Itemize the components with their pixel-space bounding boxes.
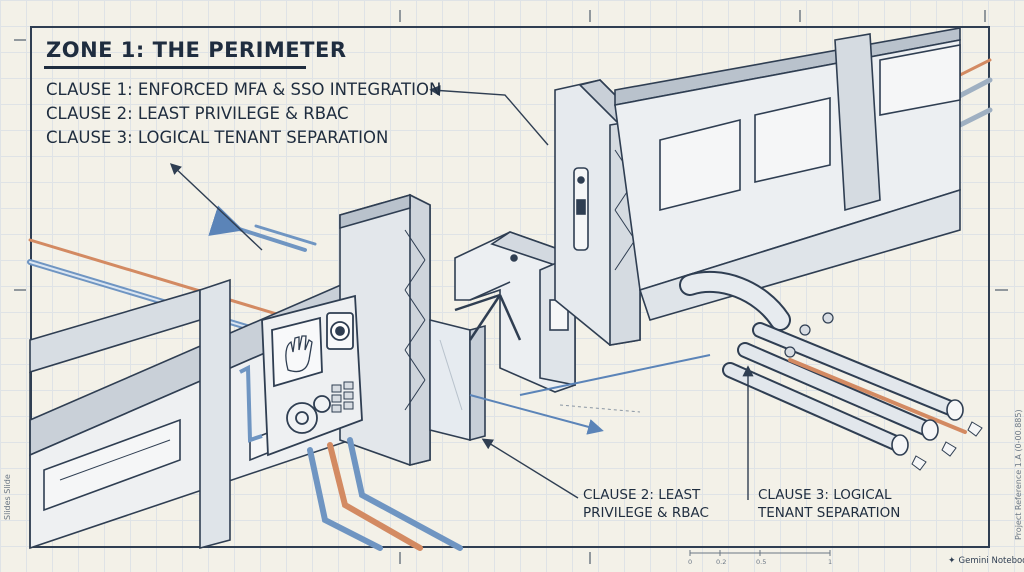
frame-ticks <box>14 10 1008 564</box>
gate-pillar <box>554 79 642 346</box>
clause-3: CLAUSE 3: LOGICAL TENANT SEPARATION <box>46 128 389 147</box>
gear-icon <box>286 395 331 434</box>
separation-pipes <box>679 270 983 471</box>
scale-label: 0.2 <box>716 558 727 566</box>
scale-bar <box>689 550 831 556</box>
brand-mark: ✦ Gemini Notebook <box>948 556 1024 566</box>
blueprint-frame <box>30 26 990 548</box>
scale-label: 0.5 <box>756 558 767 566</box>
page-title: ZONE 1: THE PERIMETER <box>46 38 347 62</box>
side-label-left: Slides Slide <box>3 474 12 520</box>
callout-line: PRIVILEGE & RBAC <box>583 505 709 521</box>
center-pillar <box>339 193 431 467</box>
clause-1: CLAUSE 1: ENFORCED MFA & SSO INTEGRATION <box>46 80 442 99</box>
right-wall <box>614 27 961 321</box>
title-underline <box>44 66 306 69</box>
hand-scan-icon <box>285 335 313 373</box>
scale-label: 1 <box>828 558 833 566</box>
callout-tenant-separation: CLAUSE 3: LOGICAL TENANT SEPARATION <box>758 486 900 522</box>
callout-line: CLAUSE 3: LOGICAL <box>758 487 892 503</box>
callout-line: CLAUSE 2: LEAST <box>583 487 701 503</box>
sparkle-icon: ✦ <box>948 556 956 566</box>
side-label-right: Project Reference 1.A (0-00.885) <box>1014 409 1023 540</box>
floor-pipes <box>307 437 463 551</box>
brand-name: Gemini Notebook <box>958 556 1024 566</box>
clause-2: CLAUSE 2: LEAST PRIVILEGE & RBAC <box>46 104 349 123</box>
callout-least-privilege: CLAUSE 2: LEAST PRIVILEGE & RBAC <box>583 486 709 522</box>
scale-label: 0 <box>688 558 693 566</box>
clause-list: CLAUSE 1: ENFORCED MFA & SSO INTEGRATION… <box>46 78 441 150</box>
flow-line <box>469 354 711 435</box>
biometric-panel <box>239 294 363 457</box>
callout-leaders <box>169 84 754 500</box>
eye-scan-icon <box>326 312 354 350</box>
callout-line: TENANT SEPARATION <box>758 505 901 521</box>
glass-gate <box>429 318 486 442</box>
keypad-icon <box>331 381 354 413</box>
